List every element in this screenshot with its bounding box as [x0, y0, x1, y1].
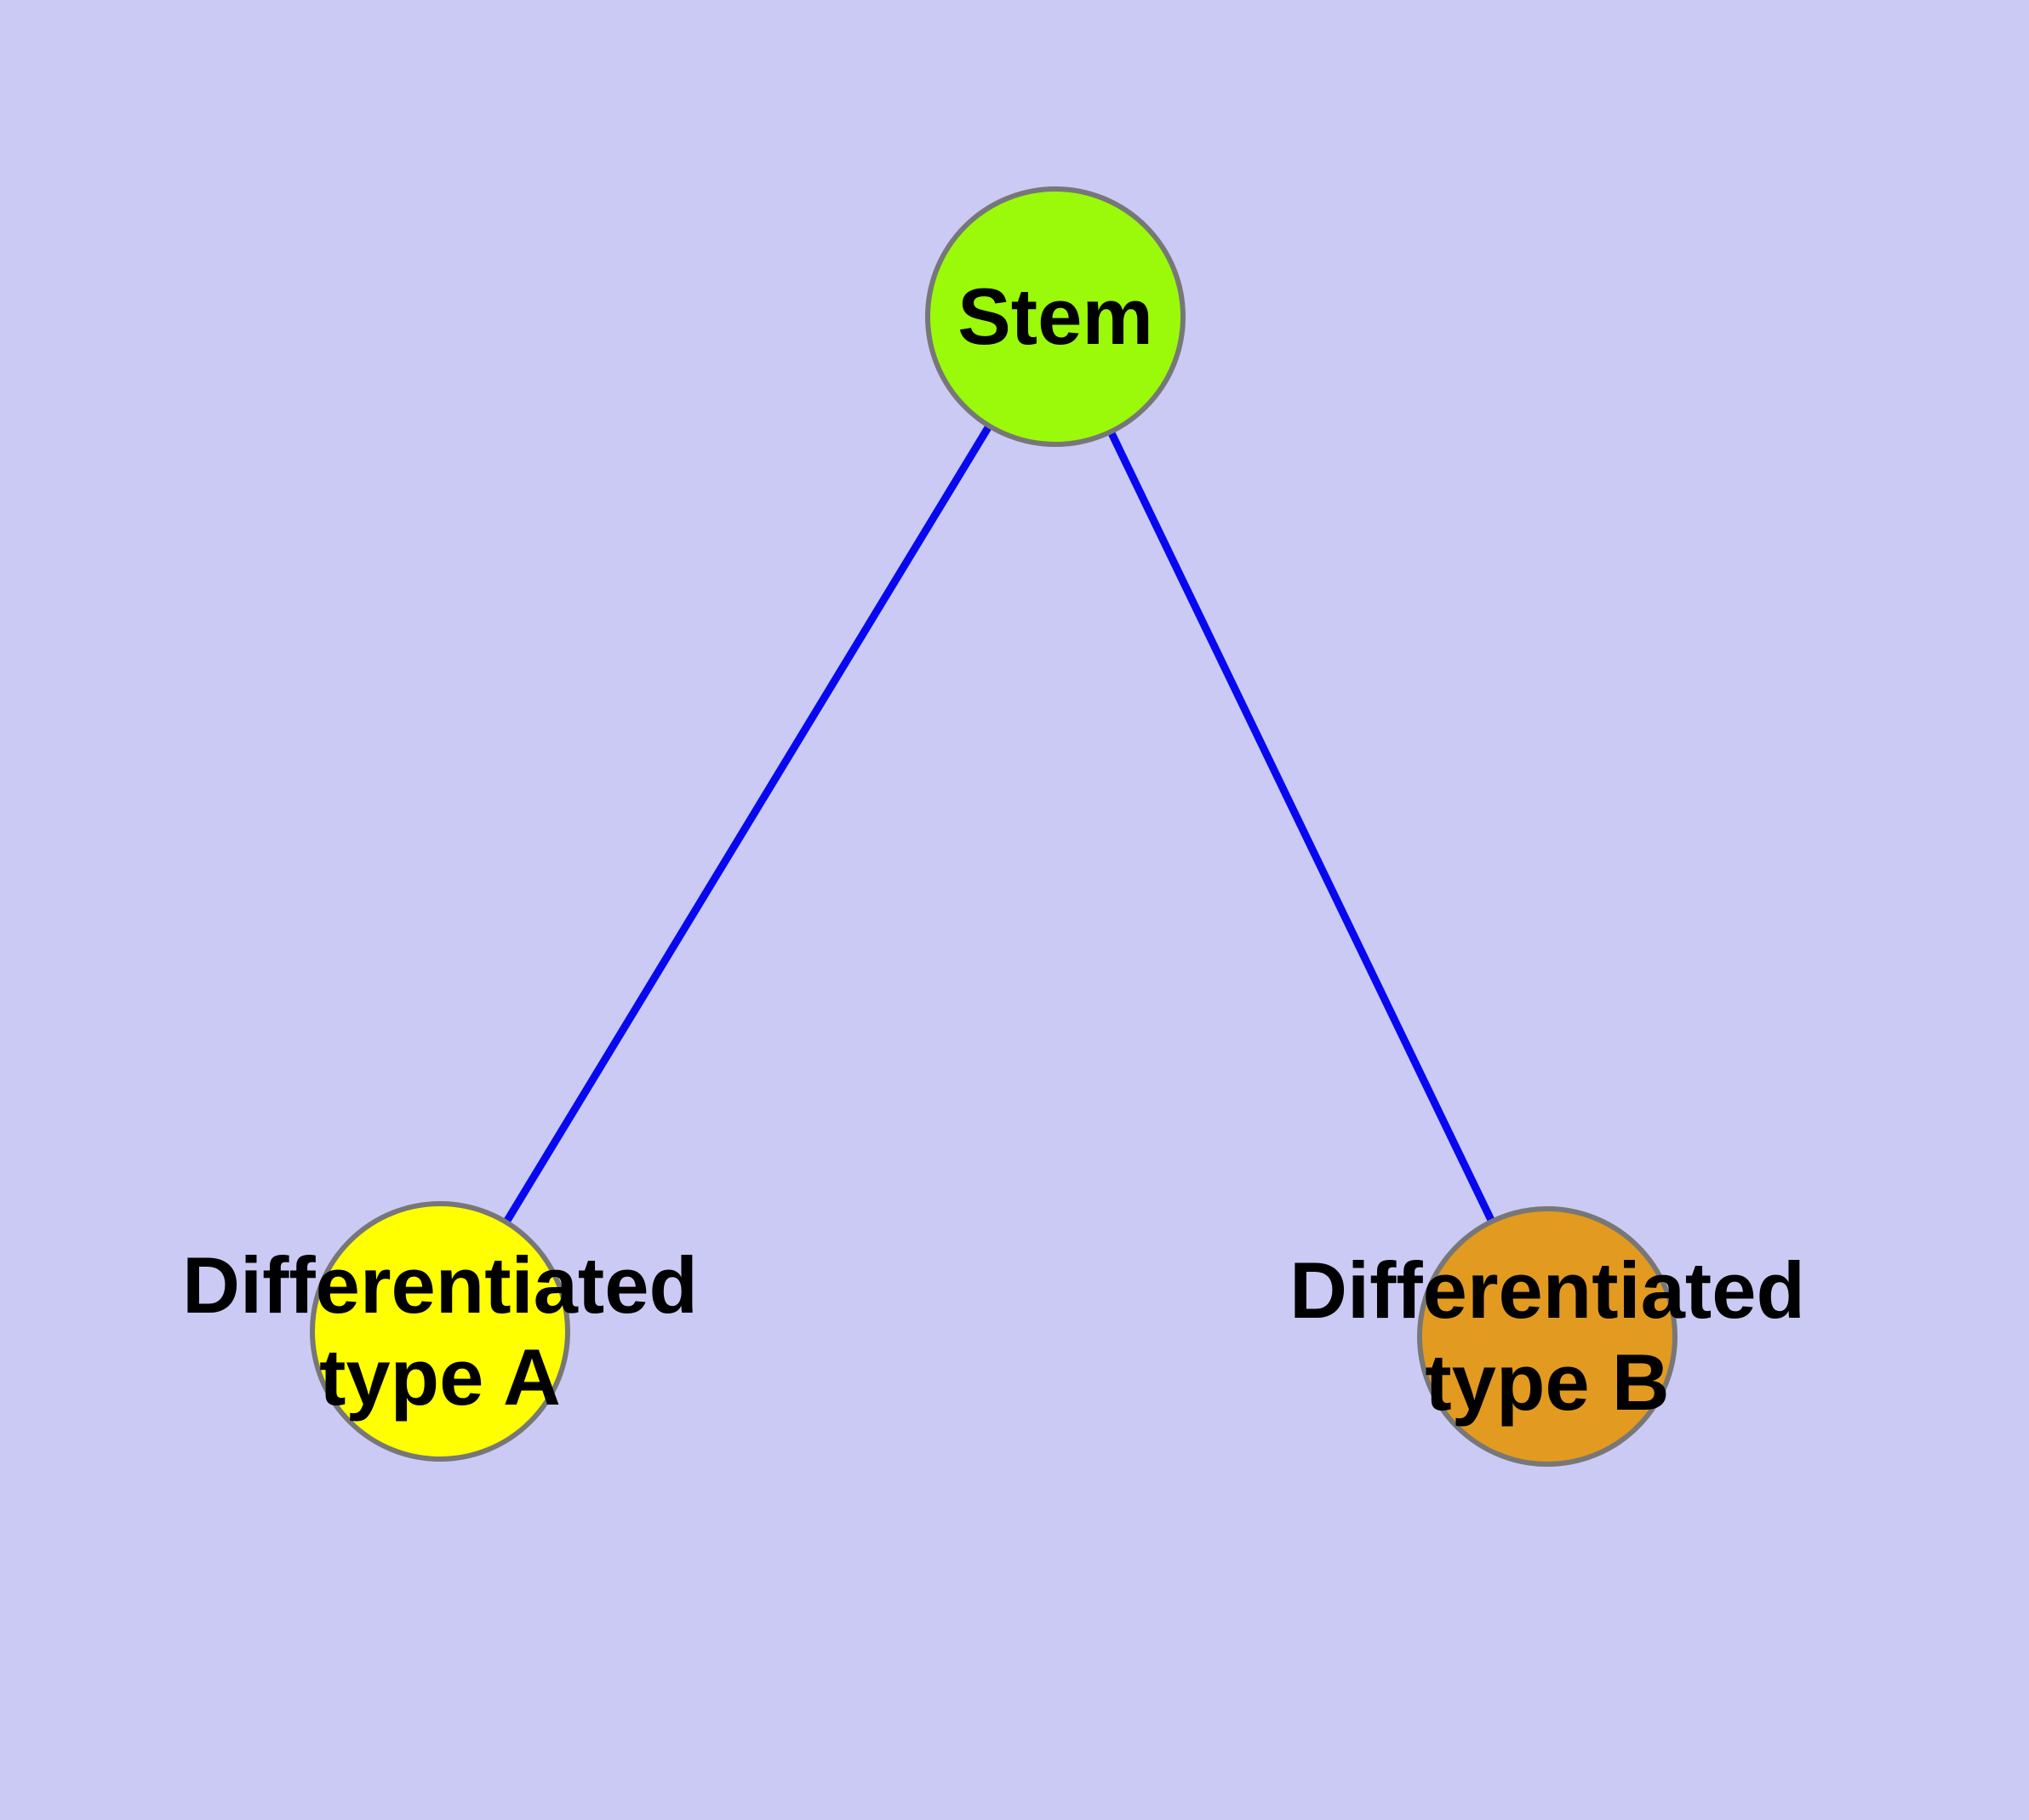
node-type-a-label-line2: type A: [319, 1332, 561, 1422]
edge-stem-to-type-a: [437, 314, 1059, 1334]
node-stem-label: Stem: [630, 271, 1481, 363]
node-stem-circle: [925, 186, 1186, 447]
node-stem-label-line1: Stem: [957, 272, 1153, 361]
node-type-a-label: Differentiated type A: [14, 1239, 866, 1423]
node-type-b-circle: [1417, 1206, 1677, 1467]
node-type-a-label-line1: Differentiated: [182, 1240, 698, 1330]
node-type-a-circle: [310, 1201, 570, 1462]
node-type-b-label: Differentiated type B: [1122, 1245, 1973, 1428]
edge-stem-to-type-b: [1051, 315, 1552, 1338]
node-type-b-label-line1: Differentiated: [1289, 1245, 1805, 1335]
node-type-b-label-line2: type B: [1425, 1337, 1670, 1427]
